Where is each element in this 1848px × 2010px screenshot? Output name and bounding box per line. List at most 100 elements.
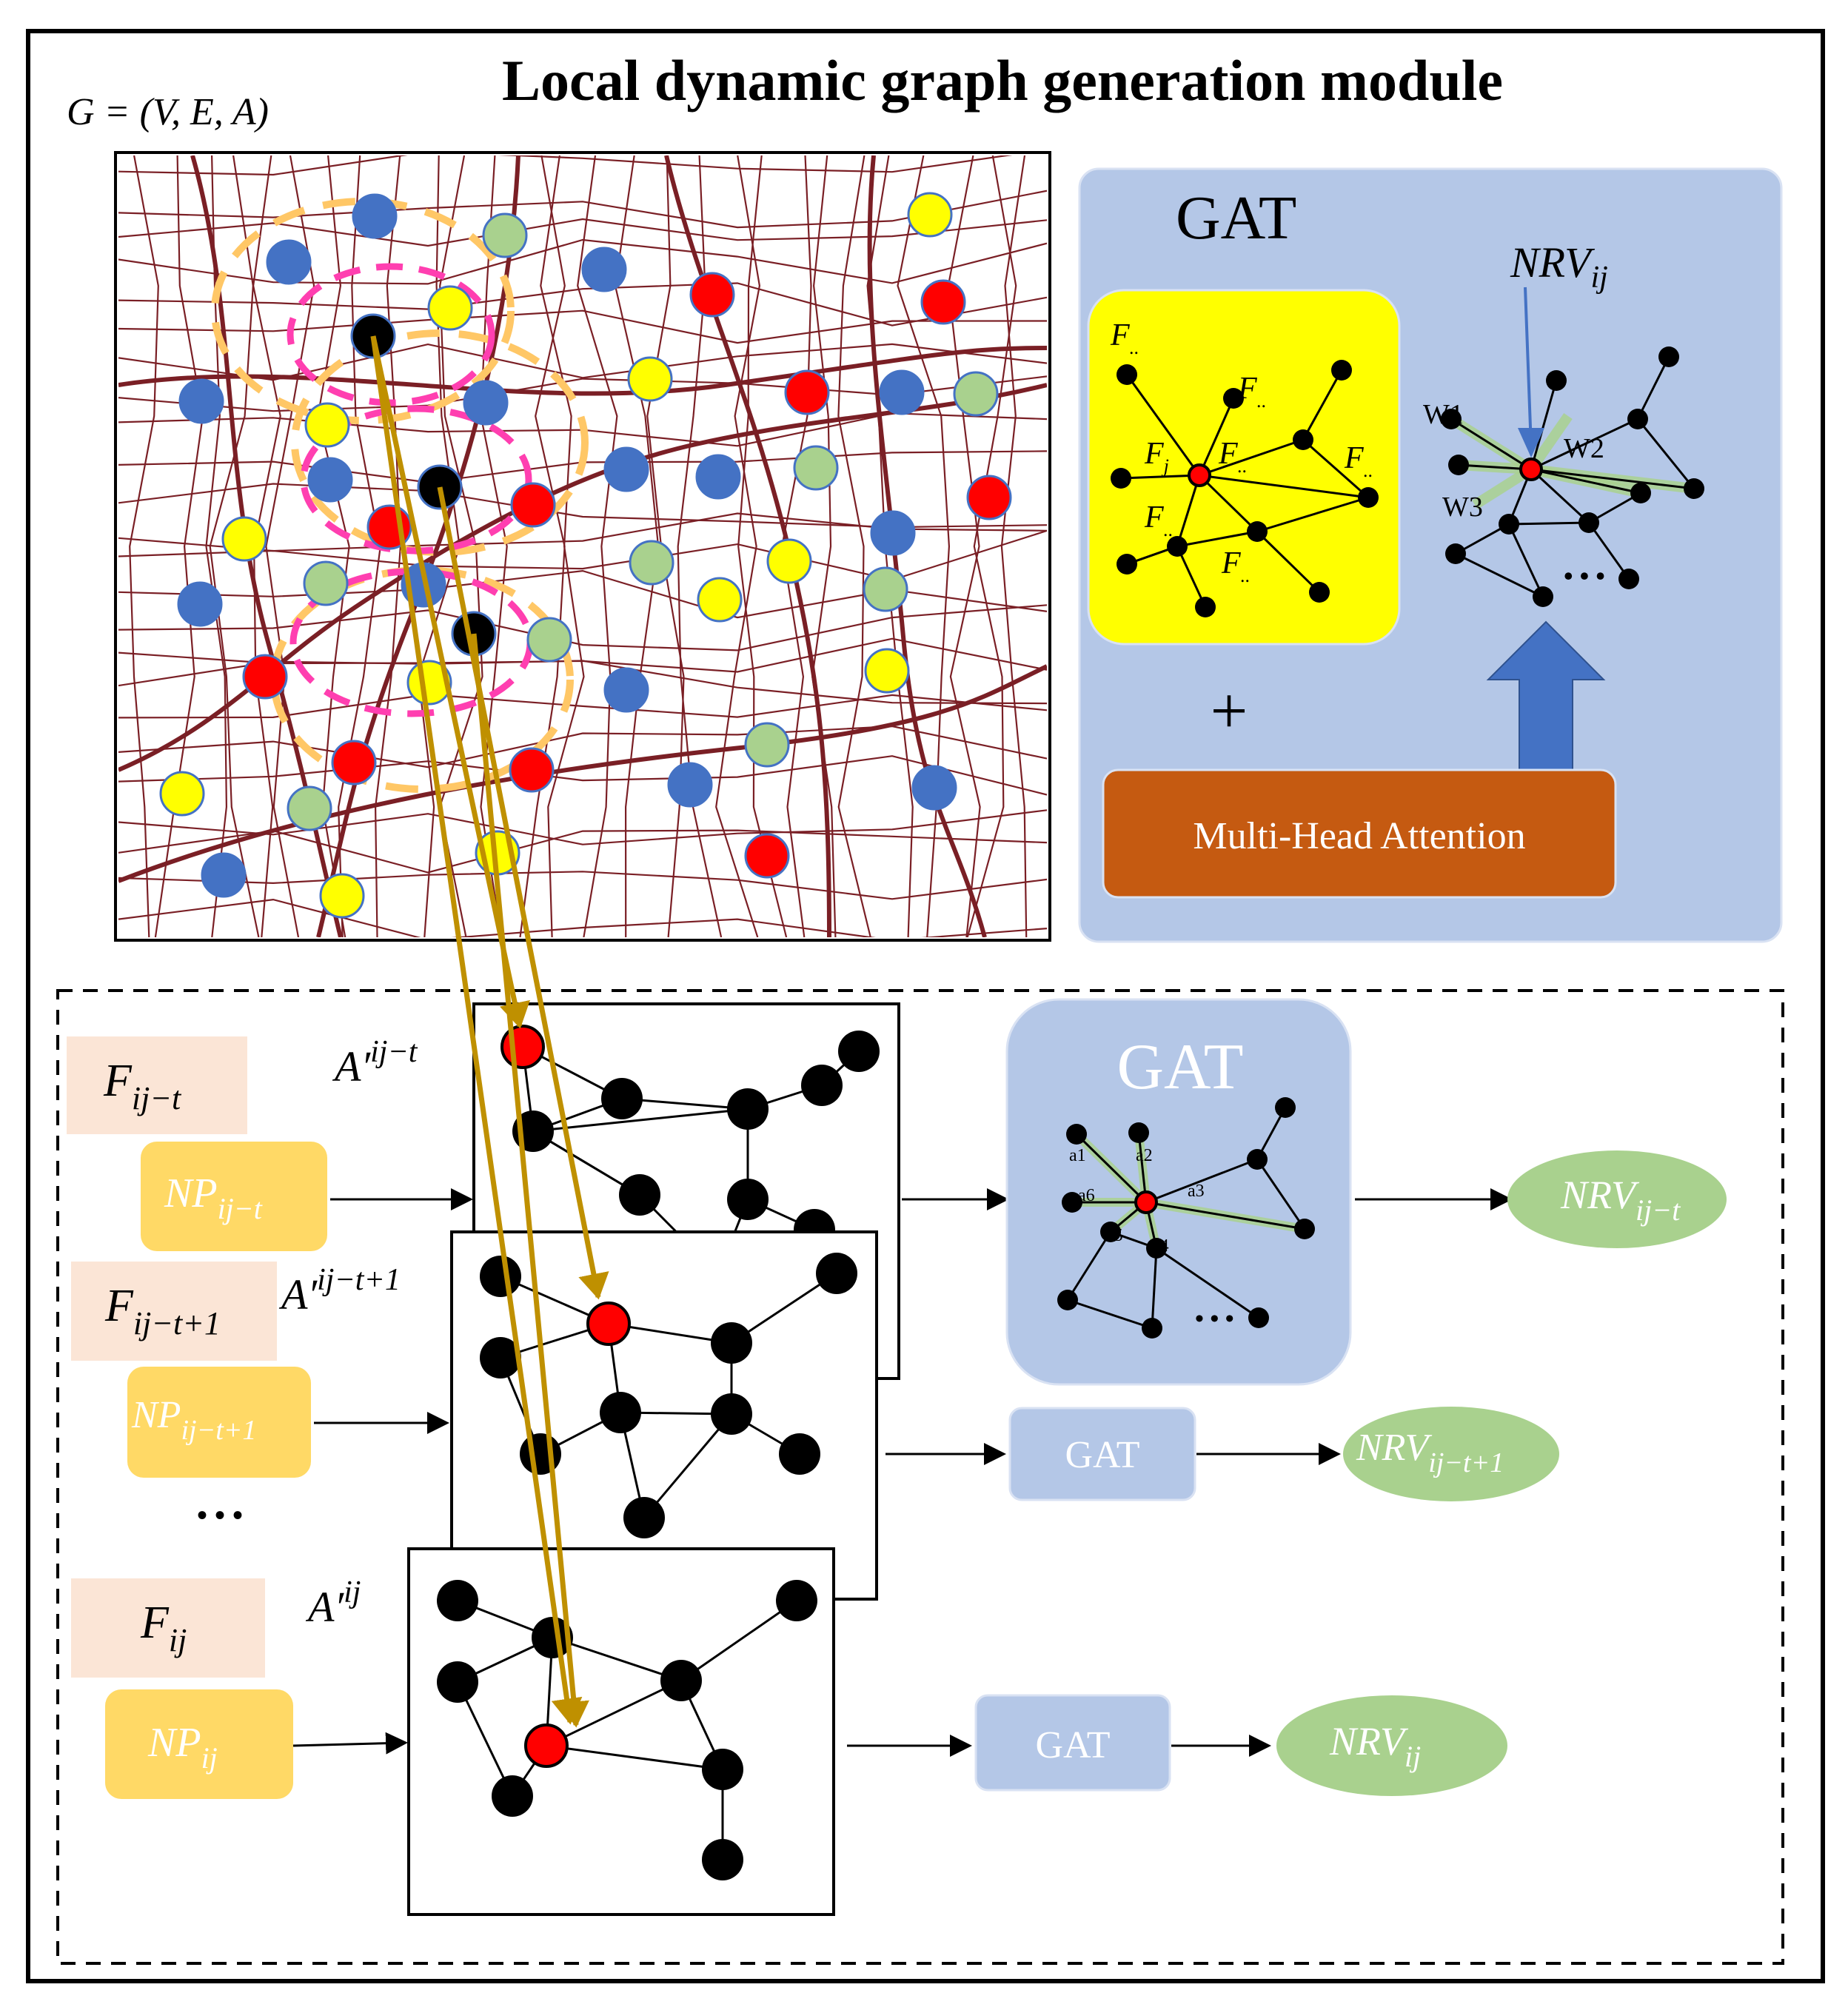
- adjacency-label-current: A′ij: [305, 1575, 361, 1631]
- weight-label-w3: W3: [1442, 492, 1483, 523]
- nrv-ellipse-t1: [1343, 1407, 1559, 1501]
- graph-node: [1062, 1192, 1082, 1213]
- graph-edge: [1302, 369, 1343, 440]
- target-node: [1519, 458, 1543, 481]
- map-node-blue: [352, 193, 398, 239]
- graph-current: [437, 1580, 817, 1880]
- graph-edge: [1450, 418, 1532, 471]
- graph-node: [1293, 429, 1313, 450]
- map-node-blue: [870, 510, 916, 556]
- graph-edge: [552, 1636, 682, 1682]
- graph-node: [480, 1337, 521, 1378]
- graph-edge: [1530, 468, 1590, 524]
- map-node-red: [966, 475, 1012, 520]
- graph-node: [1309, 582, 1330, 603]
- map-node-yellow: [907, 192, 953, 238]
- road-map: [114, 151, 1051, 942]
- graph-t1: [480, 1253, 857, 1538]
- np-box-t: [141, 1142, 327, 1251]
- graph-node: [1248, 1307, 1269, 1328]
- graph-edge: [1176, 475, 1201, 547]
- graph-node: [1100, 1222, 1121, 1242]
- nrv-label-t: NRVij−t: [1560, 1173, 1681, 1227]
- map-node-green: [303, 560, 349, 606]
- graph-edge: [546, 1744, 723, 1771]
- road-segment: [480, 155, 508, 937]
- road-segment: [129, 155, 159, 937]
- graph-node: [1057, 1290, 1078, 1310]
- graph-node: [702, 1839, 743, 1880]
- graph-node: [437, 1580, 478, 1621]
- map-node-red: [242, 654, 288, 700]
- map-node-blue: [603, 446, 649, 492]
- graph-node: [600, 1392, 641, 1433]
- map-node-yellow: [427, 285, 473, 331]
- map-node-blue: [463, 380, 509, 426]
- feature-box-current: [71, 1578, 265, 1678]
- map-node-red: [689, 272, 735, 318]
- gat-panel-title: GAT: [1176, 184, 1296, 252]
- graph-edge: [532, 1108, 749, 1133]
- gat-box-current: [974, 1694, 1171, 1792]
- graph-node: [1195, 597, 1216, 617]
- module-title: Local dynamic graph generation module: [502, 48, 1503, 113]
- graph-edge: [1256, 530, 1321, 594]
- graph-edge: [643, 1413, 733, 1518]
- graph-node: [1618, 569, 1639, 589]
- graph-edge: [1198, 474, 1259, 533]
- graph-node: [1445, 543, 1466, 564]
- feature-label-current: Fij: [140, 1598, 187, 1658]
- graph-node: [838, 1031, 880, 1072]
- temporal-panel: [56, 989, 1784, 1965]
- row-ellipsis: • • •: [197, 1498, 243, 1532]
- weight-label-w1: W1: [1423, 399, 1464, 430]
- road-segment: [118, 898, 1047, 937]
- graph-edge: [1587, 522, 1630, 580]
- map-node-red: [331, 740, 377, 785]
- target-node: [500, 1025, 545, 1069]
- graph-edge: [1145, 1201, 1305, 1230]
- feature-label: F..: [1110, 318, 1139, 358]
- graph-edge: [731, 1272, 837, 1344]
- major-road: [664, 155, 831, 937]
- np-box-current: [105, 1689, 293, 1799]
- graph-edge: [1256, 496, 1369, 533]
- road-segment: [118, 871, 1047, 900]
- map-node-green: [526, 617, 572, 663]
- graph-node: [776, 1580, 817, 1621]
- graph-edge: [1302, 438, 1369, 499]
- up-arrow-icon: [1486, 620, 1606, 771]
- graph-node: [437, 1661, 478, 1703]
- graph-edge: [1636, 356, 1670, 420]
- road-segment: [118, 218, 1047, 247]
- road-segment: [811, 155, 837, 937]
- graph-node: [623, 1497, 665, 1538]
- map-node-yellow: [221, 516, 267, 562]
- target-node: [1188, 463, 1211, 487]
- graph-node: [1247, 521, 1268, 542]
- np-to-graph-arrow-current: [292, 1732, 408, 1755]
- map-node-blue: [879, 369, 925, 415]
- map-node-green: [953, 371, 999, 417]
- orange-dashed-circle: [291, 329, 589, 556]
- orange-dashed-circle: [270, 566, 574, 793]
- nrv-pointer: [1524, 287, 1533, 448]
- major-road: [867, 155, 987, 937]
- weighted-graph: [1441, 346, 1704, 607]
- graph-node: [1448, 455, 1469, 475]
- road-segment: [118, 809, 1047, 845]
- map-node-green: [629, 540, 674, 586]
- map-node-yellow: [159, 771, 205, 817]
- feature-label: F..: [1344, 441, 1373, 481]
- graph-edge: [1198, 398, 1235, 476]
- graph-edge: [1120, 474, 1200, 480]
- nrv-ellipse-t: [1507, 1150, 1727, 1248]
- map-node-red: [744, 833, 790, 879]
- map-node-blue: [266, 239, 312, 285]
- graph-edge: [1530, 418, 1638, 471]
- np-label-t1: NPij−t+1: [131, 1394, 256, 1446]
- road-segment: [540, 155, 585, 937]
- map-node-yellow: [864, 648, 910, 694]
- graph-edge: [1530, 380, 1558, 470]
